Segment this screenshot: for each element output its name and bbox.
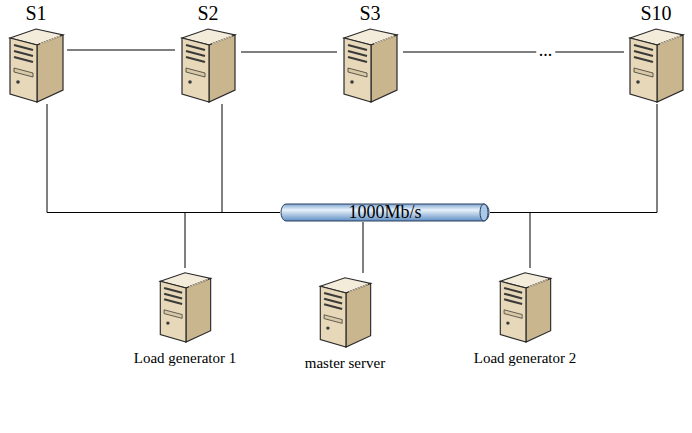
network-link bbox=[490, 104, 657, 213]
network-link bbox=[67, 50, 175, 51]
network-link bbox=[185, 213, 280, 269]
network-link bbox=[47, 104, 280, 213]
server-node: S3 bbox=[337, 2, 403, 104]
node-label: 1000Mb/s bbox=[348, 203, 421, 223]
edge-label: ... bbox=[536, 41, 556, 59]
network-link bbox=[363, 222, 364, 273]
network-link bbox=[403, 52, 624, 53]
node-label: master server bbox=[305, 355, 385, 372]
server-icon bbox=[496, 268, 554, 344]
computer-node: Load generator 1 bbox=[115, 268, 255, 367]
server-node: S10 bbox=[624, 2, 688, 104]
node-label: S1 bbox=[25, 2, 46, 24]
node-label: Load generator 2 bbox=[474, 350, 576, 367]
network-link bbox=[222, 104, 280, 213]
server-icon bbox=[339, 24, 401, 104]
server-icon bbox=[156, 268, 214, 344]
computer-node: master server bbox=[275, 273, 415, 372]
network-link bbox=[490, 213, 530, 269]
node-label: S2 bbox=[197, 2, 218, 24]
node-label: Load generator 1 bbox=[134, 350, 236, 367]
server-icon bbox=[625, 24, 687, 104]
server-icon bbox=[316, 273, 374, 349]
node-label: S10 bbox=[640, 2, 671, 24]
computer-node: Load generator 2 bbox=[455, 268, 595, 367]
server-icon bbox=[5, 24, 67, 104]
network-bus: 1000Mb/s bbox=[280, 203, 490, 222]
server-node: S1 bbox=[5, 2, 67, 104]
server-icon bbox=[177, 24, 239, 104]
node-label: S3 bbox=[359, 2, 380, 24]
server-node: S2 bbox=[175, 2, 241, 104]
network-link bbox=[241, 52, 337, 53]
